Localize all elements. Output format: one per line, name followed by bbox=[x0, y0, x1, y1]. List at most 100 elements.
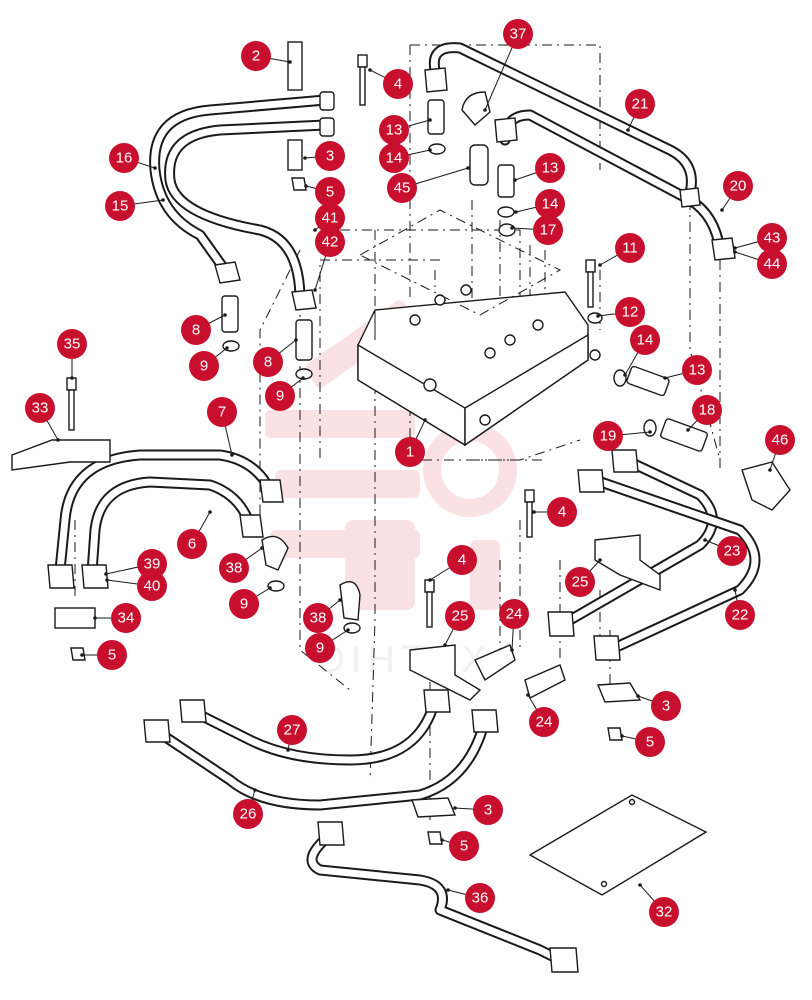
callout-number: 38 bbox=[310, 610, 327, 627]
fittings bbox=[47, 67, 736, 973]
callout-badge bbox=[315, 203, 345, 233]
callout-arrowhead bbox=[768, 468, 772, 472]
callout-35: 35 bbox=[57, 329, 87, 380]
callout-arrowhead bbox=[598, 558, 602, 562]
callout-badge bbox=[25, 393, 55, 423]
callout-5: 5 bbox=[620, 727, 665, 757]
callout-41: 41 bbox=[313, 203, 345, 233]
callout-arrowhead bbox=[596, 314, 600, 318]
callout-arrowhead bbox=[294, 338, 298, 342]
callout-number: 5 bbox=[646, 734, 654, 751]
callout-21: 21 bbox=[625, 89, 655, 132]
callout-arrowhead bbox=[338, 598, 342, 602]
callout-badge bbox=[547, 497, 577, 527]
callout-badge bbox=[265, 381, 295, 411]
callout-badge bbox=[625, 89, 655, 119]
callout-13: 13 bbox=[513, 153, 565, 183]
callout-4: 4 bbox=[368, 68, 413, 99]
callout-badge bbox=[593, 421, 623, 451]
callout-2: 2 bbox=[241, 41, 292, 71]
callout-badge bbox=[630, 325, 660, 355]
callout-3: 3 bbox=[636, 691, 681, 721]
callout-arrowhead bbox=[253, 788, 257, 792]
callout-38: 38 bbox=[219, 546, 264, 583]
callout-number: 14 bbox=[637, 332, 654, 349]
callout-badge bbox=[535, 153, 565, 183]
callout-badge bbox=[181, 315, 211, 345]
callout-arrowhead bbox=[368, 68, 372, 72]
callout-7: 7 bbox=[207, 397, 237, 457]
callout-number: 22 bbox=[732, 607, 749, 624]
callout-number: 40 bbox=[144, 578, 161, 595]
valve-block bbox=[357, 284, 601, 447]
callout-number: 46 bbox=[772, 432, 789, 449]
callout-number: 44 bbox=[764, 256, 781, 273]
callout-arrowhead bbox=[648, 430, 652, 434]
callout-arrowhead bbox=[161, 198, 165, 202]
callout-number: 17 bbox=[540, 222, 557, 239]
callout-number: 34 bbox=[118, 610, 135, 627]
callout-arrowhead bbox=[626, 128, 630, 132]
callout-arrowhead bbox=[70, 376, 74, 380]
callout-number: 26 bbox=[240, 806, 257, 823]
callout-19: 19 bbox=[593, 421, 652, 451]
callout-arrowhead bbox=[313, 288, 317, 292]
callout-badge bbox=[189, 351, 219, 381]
callout-arrowhead bbox=[104, 572, 108, 576]
callout-badge bbox=[499, 599, 529, 629]
callout-arrowhead bbox=[638, 883, 642, 887]
callout-4: 4 bbox=[532, 497, 577, 527]
callout-8: 8 bbox=[181, 313, 227, 345]
watermark: DIHTEX bbox=[265, 300, 517, 681]
callout-arrowhead bbox=[453, 806, 457, 810]
callout-badge bbox=[379, 143, 409, 173]
callout-arrowhead bbox=[526, 693, 530, 697]
callout-badge bbox=[233, 799, 263, 829]
callout-badge bbox=[615, 233, 645, 263]
callout-number: 38 bbox=[226, 560, 243, 577]
callout-badge bbox=[635, 727, 665, 757]
callout-3: 3 bbox=[453, 795, 503, 825]
callout-badge bbox=[219, 553, 249, 583]
hardware bbox=[11, 41, 791, 896]
callout-arrowhead bbox=[301, 376, 305, 380]
callout-badge bbox=[649, 897, 679, 927]
callout-badge bbox=[315, 141, 345, 171]
callout-arrowhead bbox=[80, 653, 84, 657]
callout-8: 8 bbox=[253, 338, 298, 377]
callout-arrowhead bbox=[686, 428, 690, 432]
callout-number: 11 bbox=[622, 240, 638, 257]
callout-33: 33 bbox=[25, 393, 60, 442]
callout-number: 14 bbox=[386, 150, 403, 167]
callout-arrowhead bbox=[483, 108, 487, 112]
callout-arrowhead bbox=[260, 546, 264, 550]
manifold-outline bbox=[358, 209, 562, 316]
callout-44: 44 bbox=[733, 249, 787, 279]
callout-arrowhead bbox=[428, 148, 432, 152]
callout-arrowhead bbox=[303, 156, 307, 160]
callout-arrowhead bbox=[598, 263, 602, 267]
callout-number: 4 bbox=[558, 504, 566, 521]
callout-number: 14 bbox=[542, 196, 559, 213]
callout-badge bbox=[651, 691, 681, 721]
callout-arrowhead bbox=[446, 888, 450, 892]
callout-number: 6 bbox=[188, 536, 196, 553]
callout-37: 37 bbox=[483, 19, 533, 112]
callout-number: 2 bbox=[252, 48, 260, 65]
callout-badge bbox=[449, 831, 479, 861]
callout-badge bbox=[765, 425, 795, 455]
callout-arrowhead bbox=[620, 734, 624, 738]
callout-43: 43 bbox=[733, 223, 787, 253]
callout-number: 15 bbox=[112, 198, 129, 215]
callout-badge bbox=[447, 545, 477, 575]
callout-1: 1 bbox=[395, 418, 427, 467]
callout-number: 23 bbox=[724, 543, 741, 560]
callout-arrowhead bbox=[513, 178, 517, 182]
callout-badge bbox=[535, 189, 565, 219]
callout-badge bbox=[277, 715, 307, 745]
callout-number: 19 bbox=[600, 428, 617, 445]
callout-number: 9 bbox=[316, 640, 324, 657]
callout-badge bbox=[395, 437, 425, 467]
callout-number: 13 bbox=[542, 160, 559, 177]
callout-arrowhead bbox=[703, 538, 707, 542]
